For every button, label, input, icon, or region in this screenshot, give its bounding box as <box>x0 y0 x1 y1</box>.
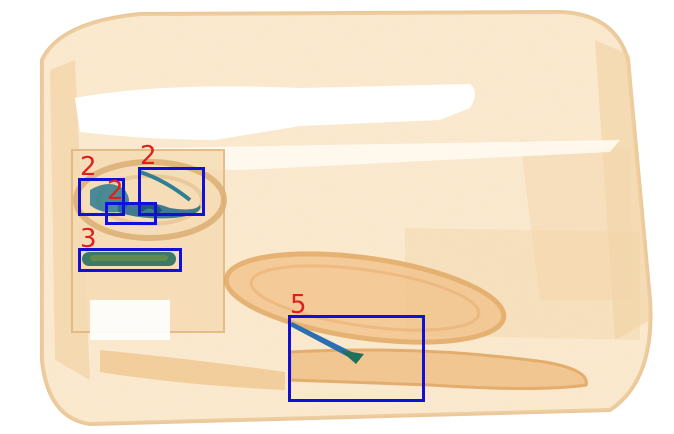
detection-label-5: 5 <box>290 290 307 320</box>
detection-box-2[interactable] <box>138 167 205 216</box>
detection-label-1: 2 <box>80 152 97 182</box>
detection-label-4: 3 <box>80 224 97 254</box>
detection-label-3: 2 <box>107 176 124 206</box>
detection-box-4[interactable] <box>78 248 182 272</box>
shoe-bottom <box>288 348 588 390</box>
detection-box-3[interactable] <box>105 202 157 225</box>
detection-box-5[interactable] <box>288 315 425 402</box>
detection-label-2: 2 <box>140 141 157 171</box>
detection-box-1[interactable] <box>78 178 125 216</box>
shoe-sole <box>223 251 507 345</box>
tape-roll <box>73 159 227 241</box>
empty-region <box>75 84 475 140</box>
